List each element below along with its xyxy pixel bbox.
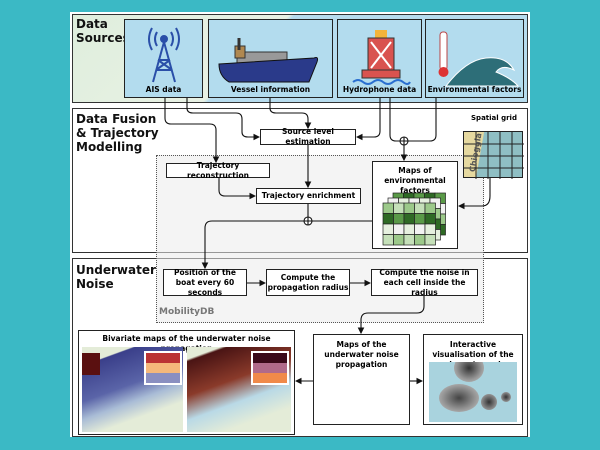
hydrophone-env-merge	[389, 98, 437, 142]
bivariate-label: Bivariate maps of the underwater noise p…	[102, 334, 271, 353]
data-fusion-title: Data Fusion & Trajectory Modelling	[76, 112, 159, 154]
noise-blob	[501, 392, 511, 402]
noise-to-maps-arrow	[357, 296, 425, 335]
merge-to-position-arrow	[205, 220, 372, 268]
ais-to-source-level-arrow	[186, 98, 261, 141]
antenna-tower-icon	[148, 27, 180, 83]
bivariate-legend	[144, 351, 182, 385]
trajectory-enrichment: Trajectory enrichment	[256, 188, 361, 204]
vessel-to-source-level-arrow	[269, 98, 312, 130]
source-vessel: Vessel information	[208, 19, 333, 98]
underwater-noise-title: Underwater Noise	[76, 263, 156, 291]
noise-maps-label: Maps of the underwater noise propagation	[324, 340, 399, 369]
noise-maps-box: Maps of the underwater noise propagation	[313, 334, 410, 425]
source-label: Hydrophone data	[342, 85, 417, 94]
interactive-map	[429, 362, 517, 422]
spatial-grid: Chioggia	[463, 131, 524, 179]
source-environment: Environmental factors	[425, 19, 524, 98]
spatial-grid-label: Spatial grid	[471, 114, 517, 122]
noise-blob	[481, 394, 497, 410]
boat-icon	[218, 38, 319, 83]
thermometer-wave-icon	[438, 31, 520, 87]
source-level-estimation: Source level estimation	[260, 127, 356, 146]
compute-noise-box: Compute the noise in each cell inside th…	[371, 268, 478, 297]
hydrophone-to-source-level-arrow	[355, 98, 381, 141]
source-hydrophone: Hydrophone data	[337, 19, 422, 98]
buoy-icon	[352, 30, 411, 85]
noise-blob	[439, 384, 479, 412]
noise-blob	[454, 362, 484, 382]
env-maps-label: Maps of environmental factors	[384, 166, 446, 195]
data-sources-title: Data Sources	[76, 17, 130, 45]
map-hotspot	[82, 353, 100, 375]
bivariate-map-2	[187, 347, 291, 432]
source-label: AIS data	[145, 85, 182, 94]
source-label: Environmental factors	[427, 85, 522, 94]
trajectory-reconstruction: Trajectory reconstruction	[166, 161, 270, 180]
source-label: Vessel information	[230, 85, 311, 94]
ais-to-reconstruction-arrow	[164, 98, 220, 164]
bivariate-legend	[251, 351, 289, 385]
bivariate-map-1	[82, 347, 183, 432]
propagation-radius-box: Compute the propagation radius	[266, 269, 350, 296]
mobilitydb-label: MobilityDB	[159, 307, 215, 317]
source-ais: AIS data	[124, 19, 203, 98]
grid-to-env-maps-arrow	[457, 178, 491, 210]
grid-lines	[464, 132, 524, 179]
reconstruction-to-enrichment-arrow	[218, 178, 257, 200]
